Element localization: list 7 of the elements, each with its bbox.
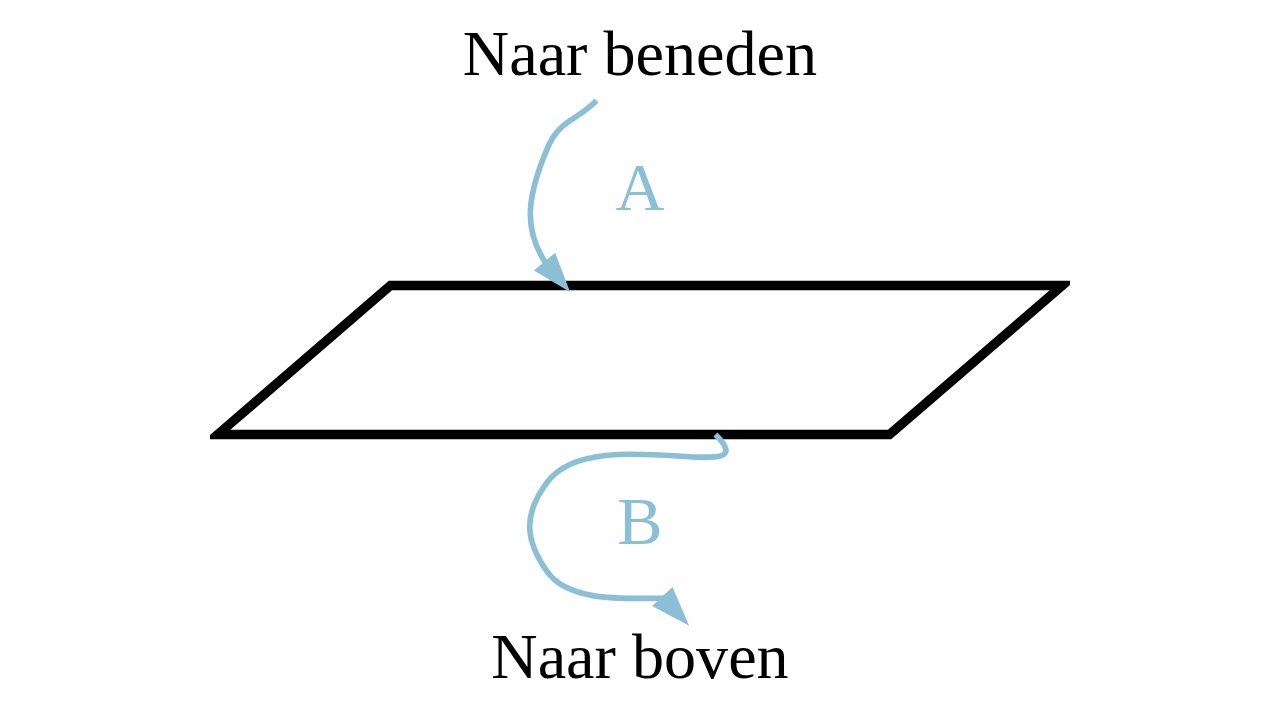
label: B bbox=[617, 482, 663, 559]
arrow bbox=[527, 98, 599, 293]
node-text: Naar boven bbox=[491, 621, 789, 693]
node-parallelogram bbox=[210, 280, 1070, 440]
node-text: Naar beneden bbox=[462, 17, 818, 89]
arrow bbox=[526, 432, 728, 626]
label: A bbox=[615, 148, 665, 225]
